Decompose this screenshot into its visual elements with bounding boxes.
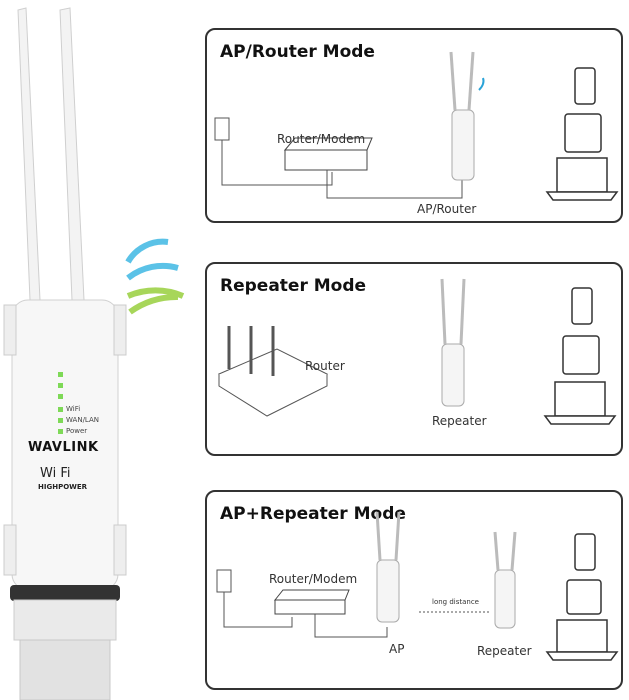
laptop-icon (556, 157, 608, 193)
phone-icon (574, 67, 596, 105)
ap-label: AP (389, 642, 405, 656)
mode-title: AP/Router Mode (220, 42, 375, 62)
router-label: Router (305, 359, 345, 373)
led-label-wan: WAN/LAN (66, 416, 100, 424)
laptop-icon (554, 381, 606, 417)
product-device: WiFi WAN/LAN Power WAVLINK Wi Fi HIGHPOW… (0, 0, 200, 700)
link-label: long distance (432, 598, 479, 606)
mode-title: Repeater Mode (220, 276, 367, 296)
device-label: Repeater (432, 414, 487, 428)
phone-icon (574, 533, 596, 571)
phone-icon (571, 287, 593, 325)
tablet-icon (562, 335, 600, 375)
repeater-diagram (217, 278, 617, 425)
led-label-wifi: WiFi (66, 405, 81, 413)
led-label-power: Power (66, 427, 88, 435)
tablet-icon (564, 113, 602, 153)
led-panel: WiFi WAN/LAN Power (58, 372, 99, 435)
router-label: Router/Modem (277, 132, 366, 146)
ap-router-diagram (214, 51, 619, 201)
mode-ap-router: AP/Router Mode Router/Modem AP/Router (205, 28, 623, 223)
brand-logo: WAVLINK (28, 440, 99, 455)
router-label: Router/Modem (269, 572, 358, 586)
mode-ap-repeater: AP+Repeater Mode Router/Modem long dista… (205, 490, 623, 690)
laptop-icon (556, 619, 608, 653)
repeater-label: Repeater (477, 644, 532, 658)
mode-repeater: Repeater Mode Router Repeater (205, 262, 623, 456)
mode-title: AP+Repeater Mode (220, 504, 406, 524)
wifi-logo-sub: HIGHPOWER (38, 483, 88, 491)
device-label: AP/Router (417, 202, 477, 216)
device-illustration (3, 7, 185, 700)
wifi-logo: Wi Fi (40, 466, 71, 481)
tablet-icon (566, 579, 602, 615)
ap-repeater-diagram (216, 511, 619, 661)
